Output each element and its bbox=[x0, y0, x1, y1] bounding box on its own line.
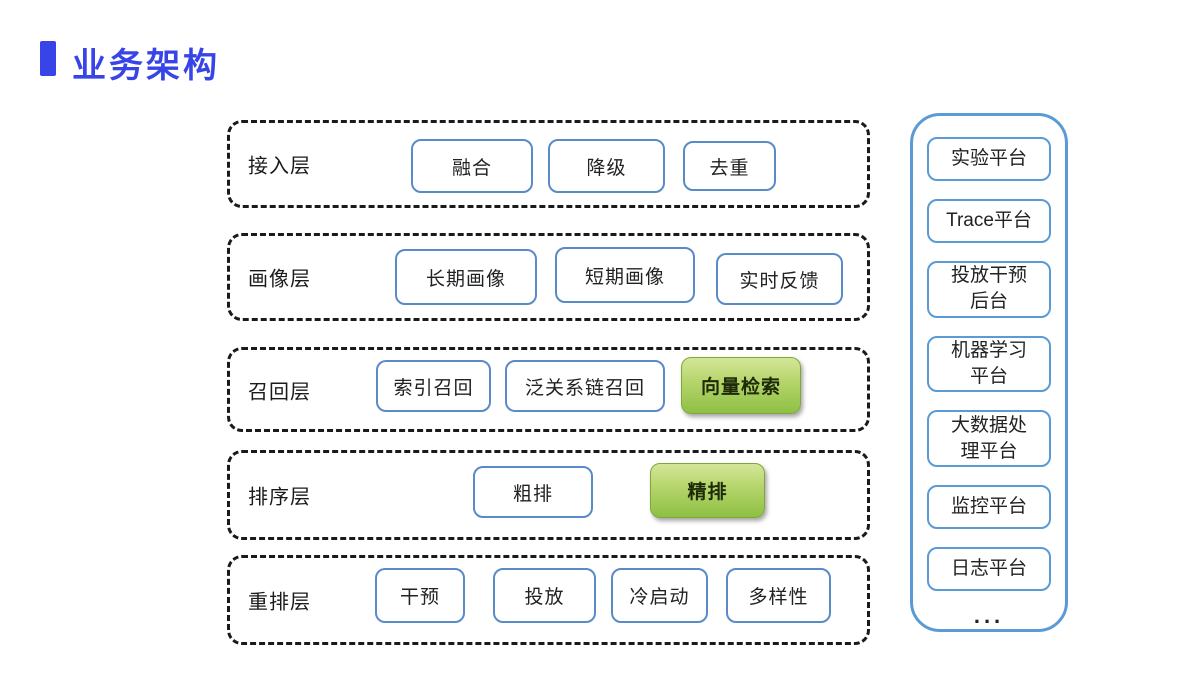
node-dedup: 去重 bbox=[683, 141, 776, 191]
node-diversity: 多样性 bbox=[726, 568, 831, 623]
node-fusion: 融合 bbox=[411, 139, 533, 193]
platform-panel: 实验平台 Trace平台 投放干预后台 机器学习平台 大数据处理平台 监控平台 … bbox=[910, 113, 1068, 632]
node-index-recall: 索引召回 bbox=[376, 360, 491, 412]
platform-ellipsis: ... bbox=[973, 603, 1005, 629]
layer-rerank: 重排层 干预 投放 冷启动 多样性 bbox=[227, 555, 870, 645]
node-downgrade: 降级 bbox=[548, 139, 665, 193]
layer-profile-label: 画像层 bbox=[248, 268, 311, 291]
platform-logging: 日志平台 bbox=[927, 547, 1051, 592]
platform-trace: Trace平台 bbox=[927, 199, 1051, 243]
title-accent-bar bbox=[40, 41, 56, 76]
platform-delivery-intervention-backend: 投放干预后台 bbox=[927, 261, 1051, 318]
platform-experiment: 实验平台 bbox=[927, 137, 1051, 181]
layer-rerank-label: 重排层 bbox=[248, 591, 311, 614]
layer-access-label: 接入层 bbox=[248, 155, 311, 178]
layer-profile: 画像层 长期画像 短期画像 实时反馈 bbox=[227, 233, 870, 321]
node-relation-chain-recall: 泛关系链召回 bbox=[505, 360, 665, 412]
layer-rank-label: 排序层 bbox=[248, 486, 311, 509]
layer-recall: 召回层 索引召回 泛关系链召回 向量检索 bbox=[227, 347, 870, 432]
node-fine-rank: 精排 bbox=[650, 463, 765, 518]
platform-bigdata-processing: 大数据处理平台 bbox=[927, 410, 1051, 468]
node-coarse-rank: 粗排 bbox=[473, 466, 593, 518]
layer-recall-label: 召回层 bbox=[248, 381, 311, 403]
node-cold-start: 冷启动 bbox=[611, 568, 708, 623]
node-longterm-profile: 长期画像 bbox=[395, 249, 537, 305]
node-delivery: 投放 bbox=[493, 568, 596, 623]
node-intervention: 干预 bbox=[375, 568, 465, 623]
node-shortterm-profile: 短期画像 bbox=[555, 247, 695, 303]
page-title: 业务架构 bbox=[72, 47, 220, 85]
node-vector-search: 向量检索 bbox=[681, 357, 801, 414]
layer-access: 接入层 融合 降级 去重 bbox=[227, 120, 870, 208]
platform-monitoring: 监控平台 bbox=[927, 485, 1051, 530]
platform-machine-learning: 机器学习平台 bbox=[927, 335, 1051, 393]
node-realtime-feedback: 实时反馈 bbox=[716, 253, 843, 305]
layer-rank: 排序层 粗排 精排 bbox=[227, 450, 870, 540]
